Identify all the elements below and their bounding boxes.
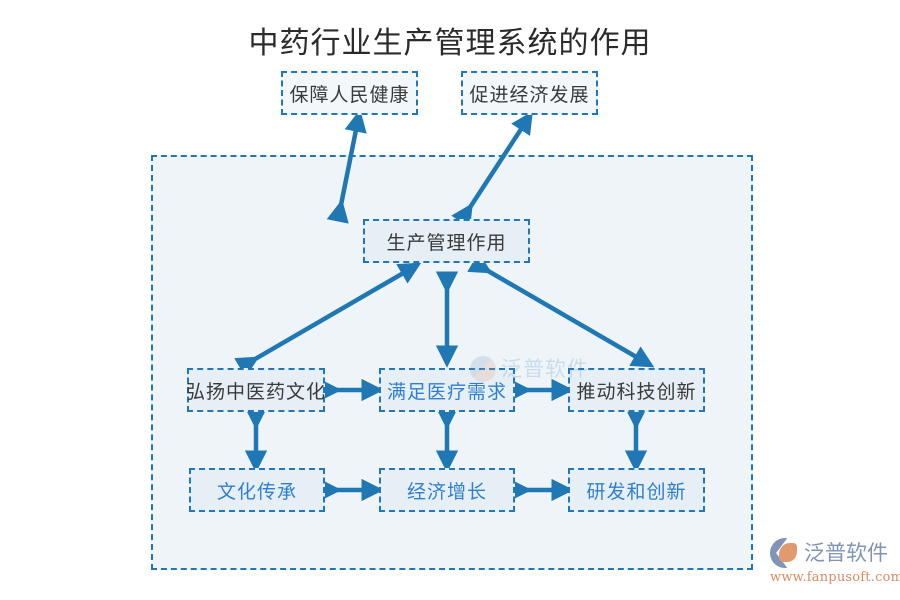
node-bottom-right[interactable]: 研发和创新 (568, 468, 705, 512)
node-bottom-left-label: 文化传承 (216, 480, 297, 503)
node-mid-left-label: 弘扬中医药文化 (186, 380, 327, 403)
node-bottom-center[interactable]: 经济增长 (379, 468, 515, 512)
corner-logo: 泛普软件 www.fanpusoft.com (770, 538, 900, 588)
node-bottom-right-label: 研发和创新 (586, 480, 687, 503)
node-top-right[interactable]: 促进经济发展 (461, 71, 598, 115)
node-mid-center-label: 满足医疗需求 (386, 380, 507, 403)
logo-leaf-shape (779, 543, 797, 562)
fanpu-logo-icon (770, 538, 800, 568)
node-mid-left[interactable]: 弘扬中医药文化 (186, 368, 327, 412)
node-mid-center[interactable]: 满足医疗需求 (379, 368, 515, 412)
node-mid-right-label: 推动科技创新 (576, 380, 697, 403)
corner-logo-url: www.fanpusoft.com (770, 570, 900, 585)
node-bottom-left[interactable]: 文化传承 (189, 468, 325, 512)
node-top-left-label: 保障人民健康 (289, 83, 410, 106)
node-top-left[interactable]: 保障人民健康 (281, 71, 418, 115)
node-mid-right[interactable]: 推动科技创新 (568, 368, 705, 412)
node-bottom-center-label: 经济增长 (406, 480, 487, 503)
page-title: 中药行业生产管理系统的作用 (248, 26, 652, 61)
node-center-label: 生产管理作用 (386, 231, 507, 254)
corner-logo-brand: 泛普软件 (804, 540, 888, 565)
corner-logo-row: 泛普软件 (770, 538, 892, 568)
node-center[interactable]: 生产管理作用 (363, 219, 530, 263)
node-top-right-label: 促进经济发展 (469, 83, 590, 106)
